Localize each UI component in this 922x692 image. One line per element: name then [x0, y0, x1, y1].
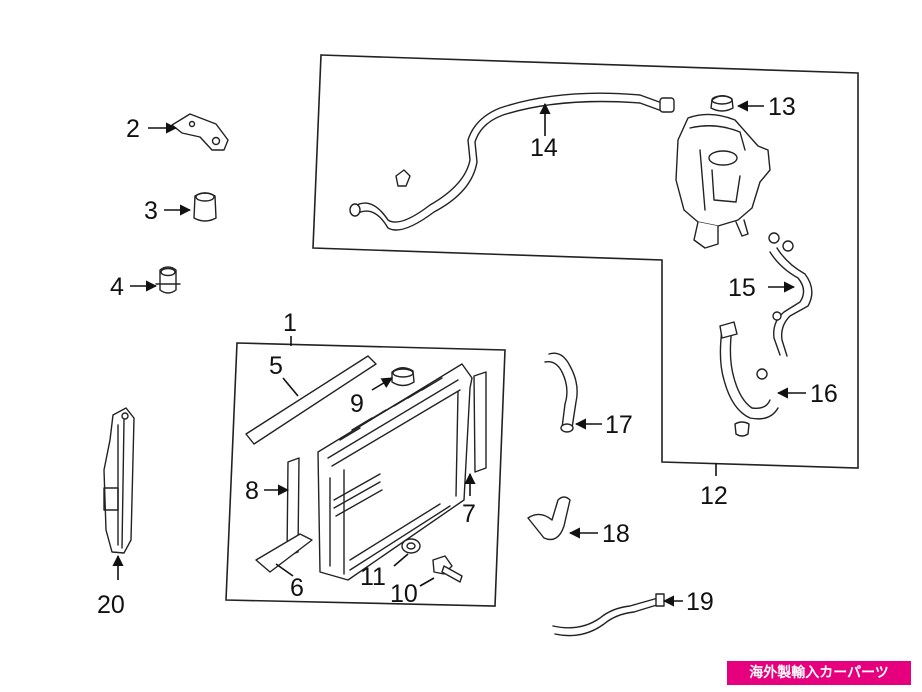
callout-11: 11 — [360, 563, 386, 591]
reservoir-tank-part — [675, 113, 771, 249]
callout-5: 5 — [269, 352, 283, 380]
watermark-banner: 海外製輸入カーパーツ — [727, 661, 911, 685]
callout-19: 19 — [686, 588, 714, 616]
callout-18: 18 — [602, 520, 630, 548]
callout-12: 12 — [700, 482, 728, 510]
right-seal-part — [473, 371, 487, 473]
callout-9: 9 — [350, 390, 364, 418]
overflow-hose-part — [349, 92, 675, 231]
bypass-hose-part — [552, 593, 665, 637]
callout-6: 6 — [290, 574, 304, 602]
callout-labels: 2 3 4 20 1 5 9 7 8 6 11 10 14 13 15 16 1… — [97, 93, 838, 619]
grommet-part — [155, 266, 181, 294]
lower-hose-part — [527, 496, 571, 541]
bolt-part — [432, 555, 463, 583]
radiator-group-frame — [225, 342, 506, 607]
callout-1: 1 — [283, 309, 297, 337]
callout-14: 14 — [530, 134, 558, 162]
callout-17: 17 — [605, 411, 633, 439]
leader-lines — [112, 100, 806, 607]
callout-20: 20 — [97, 591, 125, 619]
callout-3: 3 — [144, 197, 158, 225]
callout-10: 10 — [390, 580, 418, 608]
bushing-part — [193, 192, 217, 222]
callout-15: 15 — [728, 274, 756, 302]
callout-13: 13 — [768, 93, 796, 121]
callout-7: 7 — [462, 500, 476, 528]
upper-seal-part — [245, 355, 377, 445]
radiator-core-part — [317, 363, 473, 581]
reservoir-hose-part — [768, 232, 813, 357]
bracket-part — [171, 113, 229, 151]
reservoir-cap-part — [710, 95, 734, 112]
callout-8: 8 — [245, 477, 259, 505]
lower-seal-part — [255, 533, 313, 573]
radiator-hose-part — [719, 321, 779, 437]
callout-16: 16 — [810, 380, 838, 408]
callout-2: 2 — [126, 115, 140, 143]
gasket-part — [401, 538, 421, 554]
radiator-cap-part — [391, 367, 415, 387]
air-guide-part — [103, 407, 135, 554]
left-seal-part — [286, 457, 300, 557]
callout-4: 4 — [110, 273, 124, 301]
reservoir-group-frame — [312, 54, 859, 469]
upper-hose-part — [544, 352, 578, 433]
